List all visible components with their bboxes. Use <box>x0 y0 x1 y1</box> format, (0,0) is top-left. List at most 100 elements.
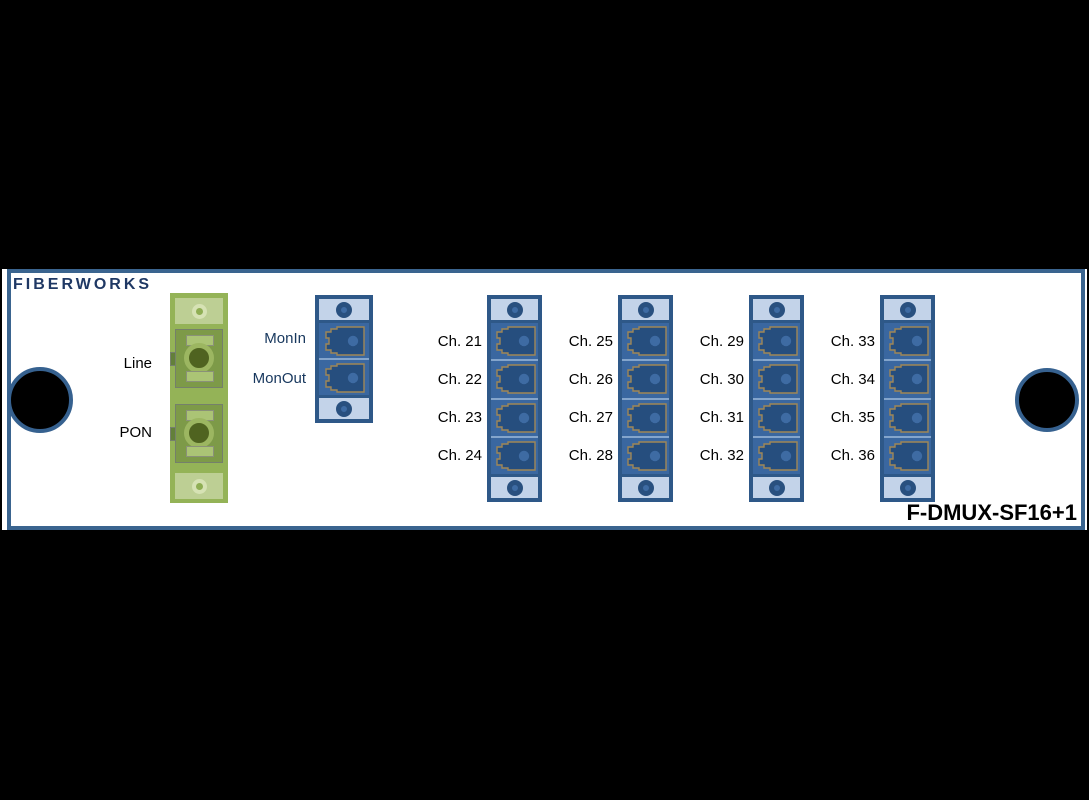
adapter-top-cap <box>884 299 931 320</box>
adapter-top-cap <box>622 299 669 320</box>
lc-connector-icon <box>888 402 929 433</box>
channel-label: Ch. 21 <box>437 333 482 350</box>
channel-quad-adapter-1 <box>487 295 542 502</box>
lc-connector-icon <box>626 364 667 395</box>
ch32-port <box>753 437 800 474</box>
sc-adapter-top-cap <box>175 298 223 324</box>
cell-divider <box>491 359 538 362</box>
cell-divider <box>884 397 931 400</box>
ch22-port <box>491 361 538 398</box>
ch28-port <box>622 437 669 474</box>
adapter-bottom-cap <box>884 477 931 498</box>
screw-hole-icon <box>899 301 916 318</box>
pon-port <box>175 404 223 463</box>
cell-divider <box>884 359 931 362</box>
channel-label: Ch. 28 <box>568 447 613 464</box>
cell-divider <box>622 435 669 438</box>
cell-divider <box>622 359 669 362</box>
sc-key-slot <box>186 371 214 382</box>
lc-connector-icon <box>888 326 929 356</box>
ch31-port <box>753 399 800 436</box>
lc-connector-icon <box>626 441 667 471</box>
screw-hole-icon <box>506 479 523 496</box>
ch27-port <box>622 399 669 436</box>
adapter-top-cap <box>753 299 800 320</box>
lc-connector-icon <box>888 441 929 471</box>
screw-hole-icon <box>637 479 654 496</box>
channel-label: Ch. 32 <box>699 447 744 464</box>
ch25-port <box>622 323 669 360</box>
ch35-port <box>884 399 931 436</box>
pon-port-label: PON <box>119 424 152 441</box>
lc-connector-icon <box>757 441 798 471</box>
channel-label: Ch. 25 <box>568 333 613 350</box>
monin-port <box>319 323 369 358</box>
model-number-label: F-DMUX-SF16+1 <box>906 500 1077 525</box>
screw-hole-icon <box>899 479 916 496</box>
adapter-top-cap <box>491 299 538 320</box>
lc-connector-icon <box>626 402 667 433</box>
ch34-port <box>884 361 931 398</box>
sc-adapter-bottom-cap <box>175 473 223 499</box>
channel-label: Ch. 34 <box>830 371 875 388</box>
ch21-port <box>491 323 538 360</box>
adapter-bottom-cap <box>319 398 369 419</box>
monin-label: MonIn <box>264 330 306 347</box>
channel-quad-adapter-4 <box>880 295 935 502</box>
sc-latch-tab <box>170 352 176 366</box>
channel-label: Ch. 26 <box>568 371 613 388</box>
lc-connector-icon <box>495 402 536 433</box>
line-port <box>175 329 223 388</box>
screw-hole-icon <box>191 303 207 319</box>
mounting-hole-left <box>7 367 73 433</box>
channel-label: Ch. 24 <box>437 447 482 464</box>
lc-connector-icon <box>757 326 798 356</box>
adapter-bottom-cap <box>622 477 669 498</box>
sc-latch-tab <box>170 427 176 441</box>
ch30-port <box>753 361 800 398</box>
lc-connector-icon <box>757 402 798 433</box>
lc-connector-icon <box>495 364 536 395</box>
ch26-port <box>622 361 669 398</box>
channel-quad-adapter-3 <box>749 295 804 502</box>
lc-connector-icon <box>325 325 365 356</box>
screw-hole-icon <box>768 479 785 496</box>
lc-connector-icon <box>888 364 929 395</box>
sc-ferrule-icon <box>184 343 214 373</box>
cell-divider <box>753 397 800 400</box>
channel-label: Ch. 33 <box>830 333 875 350</box>
monout-label: MonOut <box>252 370 306 387</box>
channel-label: Ch. 22 <box>437 371 482 388</box>
channel-label: Ch. 36 <box>830 447 875 464</box>
line-port-label: Line <box>123 355 152 372</box>
lc-connector-icon <box>495 326 536 356</box>
cell-divider <box>491 397 538 400</box>
sc-duplex-adapter <box>170 293 228 503</box>
cell-divider <box>491 435 538 438</box>
screw-hole-icon <box>768 301 785 318</box>
ch24-port <box>491 437 538 474</box>
monitor-duplex-adapter <box>315 295 373 423</box>
sc-key-slot <box>186 446 214 457</box>
adapter-bottom-cap <box>491 477 538 498</box>
ch33-port <box>884 323 931 360</box>
channel-quad-adapter-2 <box>618 295 673 502</box>
screw-hole-icon <box>336 400 352 417</box>
monout-port <box>319 360 369 395</box>
sc-ferrule-icon <box>184 418 214 448</box>
screw-hole-icon <box>637 301 654 318</box>
channel-label: Ch. 31 <box>699 409 744 426</box>
ch29-port <box>753 323 800 360</box>
screw-hole-icon <box>191 478 207 494</box>
ch36-port <box>884 437 931 474</box>
adapter-bottom-cap <box>753 477 800 498</box>
channel-label: Ch. 30 <box>699 371 744 388</box>
cell-divider <box>753 435 800 438</box>
lc-connector-icon <box>757 364 798 395</box>
cell-divider <box>319 358 369 360</box>
cell-divider <box>884 435 931 438</box>
screw-hole-icon <box>336 301 352 318</box>
channel-label: Ch. 23 <box>437 409 482 426</box>
channel-label: Ch. 29 <box>699 333 744 350</box>
